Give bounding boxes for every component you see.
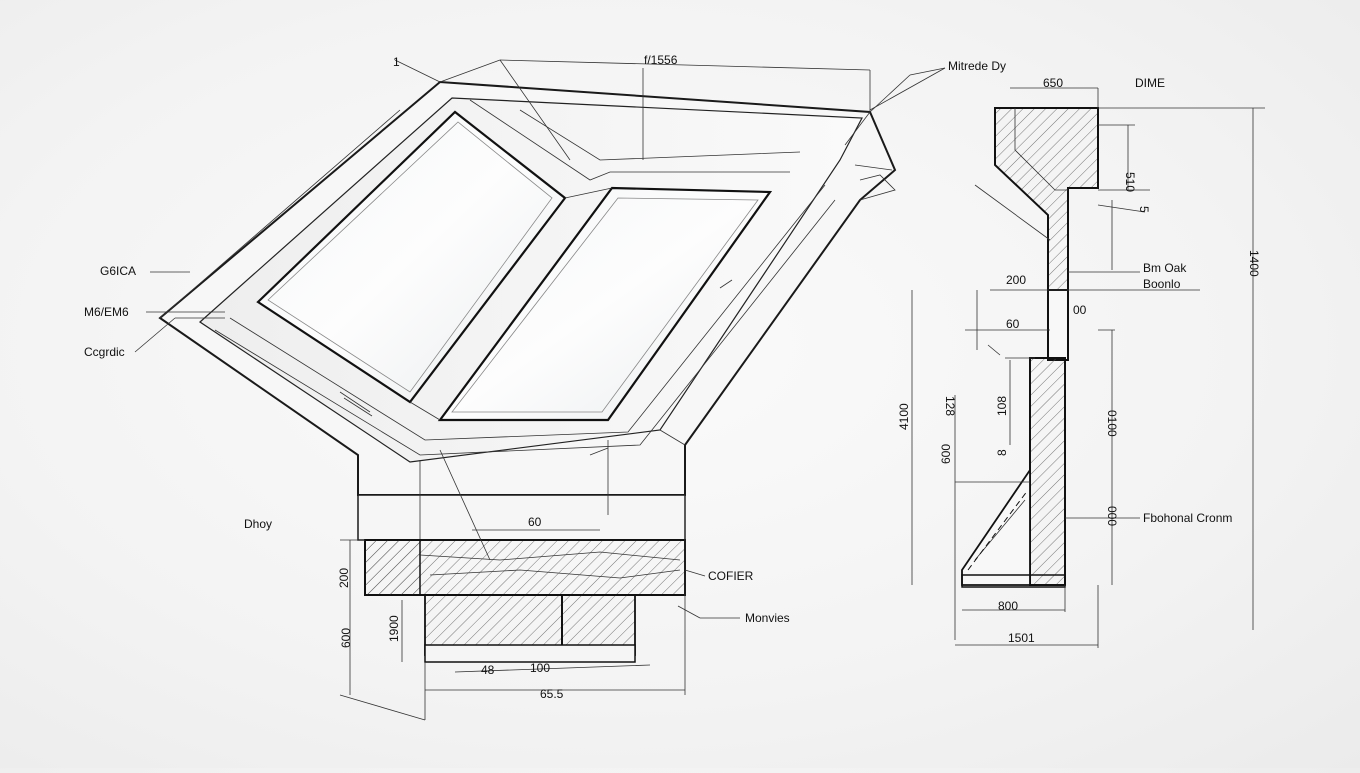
dim-right-60: 60	[1006, 317, 1020, 331]
dim-right-0100: 0100	[1105, 410, 1119, 437]
window-frame-3d	[158, 80, 897, 663]
dim-right-5: 5	[1137, 206, 1151, 213]
label-left-3: Ccgrdic	[84, 345, 125, 359]
dim-65: 65.5	[540, 687, 564, 701]
label-right-fbohonal: Fbohonal Cronm	[1143, 511, 1232, 525]
label-left-1: G6ICA	[100, 264, 136, 278]
label-left-2: M6/EM6	[84, 305, 129, 319]
dim-right-1500: 1501	[1008, 631, 1035, 645]
dim-right-8: 8	[995, 449, 1009, 456]
dim-right-108: 108	[995, 396, 1009, 416]
dim-right-600: 600	[939, 444, 953, 464]
dim-right-4100: 4100	[897, 403, 911, 430]
label-left-4: Dhoy	[244, 517, 272, 531]
dim-1900: 1900	[387, 615, 401, 642]
label-right-title: DIME	[1135, 76, 1165, 90]
dim-top-left: 1	[393, 55, 400, 69]
label-right-boonlo: Boonlo	[1143, 277, 1181, 291]
label-frame-top: Mitrede Dy	[948, 59, 1006, 73]
section-profile	[961, 107, 1099, 588]
dim-600-left: 600	[339, 628, 353, 648]
label-monves: Monvies	[745, 611, 790, 625]
dim-right-000: 000	[1105, 506, 1119, 526]
profile-lower	[1029, 357, 1066, 586]
glass-pane-right	[437, 186, 773, 422]
dim-200-left: 200	[337, 568, 351, 588]
lower-frame-block	[357, 494, 686, 541]
dim-60: 60	[528, 515, 542, 529]
annotations: f/1556 1 Mitrede Dy G6ICA M6/EM6 Ccgrdic…	[84, 53, 1261, 701]
dim-right-650: 650	[1043, 76, 1063, 90]
profile-upper	[994, 107, 1099, 291]
dim-100: 100	[530, 661, 550, 675]
dim-right-1400: 1400	[1247, 250, 1261, 277]
dim-48: 48	[481, 663, 495, 677]
label-cofier: COFIER	[708, 569, 754, 583]
dimensions-left	[134, 59, 946, 721]
dim-right-128: 128	[943, 396, 957, 416]
dim-right-800: 800	[998, 599, 1018, 613]
label-right-bm: Bm Oak	[1143, 261, 1187, 275]
dim-right-00: 00	[1073, 303, 1087, 317]
dim-right-510: 510	[1123, 172, 1137, 192]
dimensions-right	[869, 67, 1265, 648]
dim-right-200: 200	[1006, 273, 1026, 287]
dim-top: f/1556	[644, 53, 678, 67]
